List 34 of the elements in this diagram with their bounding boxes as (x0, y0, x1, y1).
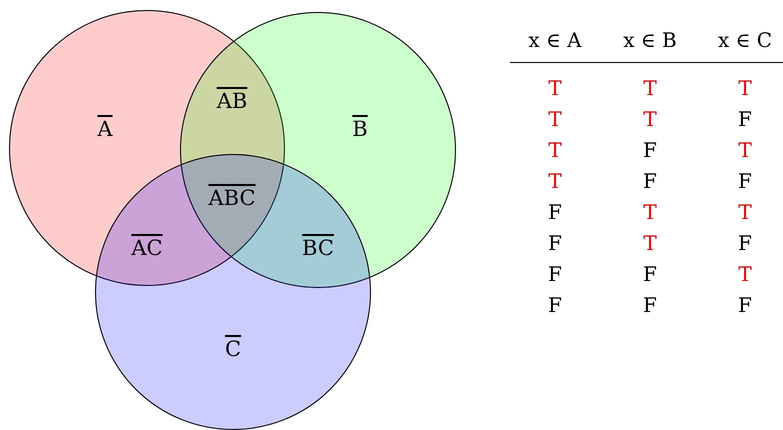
table-cell: T (643, 76, 657, 100)
column-header: x ∈ B (623, 28, 677, 52)
set-label: B (352, 117, 368, 141)
table-cell: F (548, 262, 562, 286)
table-cell: T (548, 138, 562, 162)
intersection-label: BC (302, 236, 334, 260)
table-cell: T (548, 169, 562, 193)
table-cell: T (738, 262, 752, 286)
table-cell: F (738, 231, 752, 255)
table-cell: T (548, 76, 562, 100)
table-cell: F (738, 107, 752, 131)
table-cell: T (738, 138, 752, 162)
table-cell: F (643, 293, 657, 317)
intersection-label: AC (131, 236, 163, 260)
column-header: x ∈ A (528, 28, 582, 52)
table-cell: T (738, 200, 752, 224)
table-cell: T (738, 76, 752, 100)
intersection-label: AB (216, 89, 248, 113)
set-label: C (224, 337, 242, 361)
table-cell: F (548, 200, 562, 224)
set-label: A (97, 117, 113, 141)
table-cell: F (643, 169, 657, 193)
table-cell: F (548, 293, 562, 317)
table-cell: F (643, 262, 657, 286)
column-header: x ∈ C (718, 28, 772, 52)
table-cell: T (643, 231, 657, 255)
intersection-label: ABC (208, 186, 256, 210)
table-cell: T (643, 107, 657, 131)
table-cell: T (548, 107, 562, 131)
table-cell: F (738, 169, 752, 193)
table-cell: T (643, 200, 657, 224)
table-cell: F (643, 138, 657, 162)
table-cell: F (548, 231, 562, 255)
table-cell: F (738, 293, 752, 317)
